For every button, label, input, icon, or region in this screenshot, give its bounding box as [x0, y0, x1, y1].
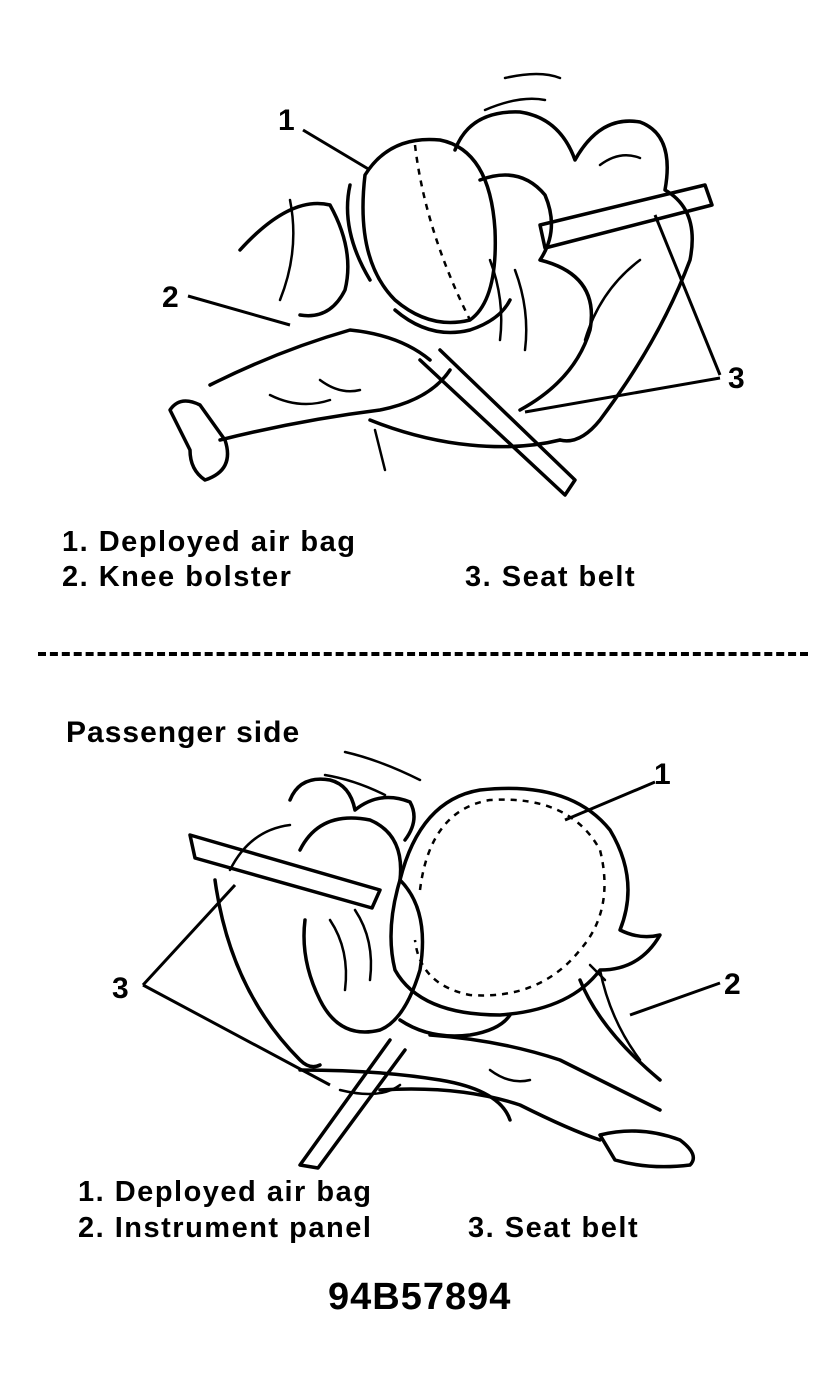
seat-back [453, 110, 694, 443]
seat-back [213, 777, 416, 1069]
seat-belt-lap-strap [298, 1038, 407, 1170]
occupant-torso [478, 173, 594, 412]
seat-cushion-edge [373, 428, 387, 472]
leader-line-1 [302, 128, 371, 172]
occupant-leg [378, 1087, 602, 1142]
leader-line-2 [187, 294, 291, 327]
occupant-arm [393, 298, 512, 335]
seat-cushion [298, 1068, 512, 1122]
legend-item-seat-belt: 3. Seat belt [465, 561, 637, 593]
legend-item-deployed-air-bag: 1. Deployed air bag [62, 526, 357, 558]
figure-code: 94B57894 [328, 1276, 512, 1318]
leader-line-3a [141, 883, 237, 987]
seat-cushion [368, 418, 562, 449]
seat-belt-shoulder-strap [538, 183, 714, 250]
driver-illustration-drawing [168, 72, 722, 497]
torso-fold [353, 908, 373, 982]
callout-3: 3 [112, 972, 129, 1005]
legend-item-knee-bolster: 2. Knee bolster [62, 561, 293, 593]
instrument-panel-vent [588, 963, 607, 982]
callout-1: 1 [654, 758, 671, 791]
passenger-illustration-drawing [141, 750, 721, 1170]
trouser-fold [268, 393, 332, 406]
occupant-foot [168, 399, 230, 482]
passenger-airbag-illustration: 1 2 3 [0, 740, 840, 1180]
occupant-foot [598, 1129, 696, 1169]
legend-item-deployed-air-bag: 1. Deployed air bag [78, 1176, 373, 1208]
driver-airbag-illustration: 1 2 3 [0, 0, 840, 520]
knee-bolster [238, 201, 350, 318]
deployed-air-bag [361, 137, 498, 325]
leader-line-3a [653, 214, 722, 376]
deployed-air-bag [389, 786, 662, 1017]
torso-fold [328, 918, 348, 992]
seat-contour [583, 258, 642, 342]
leader-line-2 [629, 981, 721, 1017]
air-bag-seam [413, 144, 472, 321]
dash-contour [278, 198, 295, 302]
motion-line [483, 97, 547, 112]
torso-fold [513, 268, 528, 352]
steering-wheel [345, 183, 372, 282]
seat-belt-lap-strap [418, 348, 577, 497]
occupant-leg [218, 368, 452, 442]
air-bag-seam [413, 798, 606, 997]
seat-cushion-edge [338, 1083, 402, 1096]
callout-1: 1 [278, 104, 295, 137]
motion-line [343, 750, 422, 782]
legend-item-instrument-panel: 2. Instrument panel [78, 1212, 373, 1244]
instrument-panel-edge [598, 968, 642, 1062]
passenger-side-heading: Passenger side [66, 716, 301, 749]
occupant-torso [298, 816, 425, 1034]
instrument-panel [578, 978, 662, 1082]
seat-contour [598, 153, 642, 167]
leader-line-3b [142, 983, 331, 1087]
trouser-fold [488, 1068, 532, 1083]
leader-line-3b [524, 376, 721, 414]
callout-2: 2 [724, 968, 741, 1001]
occupant-thigh [208, 328, 432, 387]
occupant-arm [398, 1013, 512, 1038]
motion-line [323, 773, 387, 797]
legend-item-seat-belt: 3. Seat belt [468, 1212, 640, 1244]
trouser-fold [318, 378, 362, 393]
leader-line-1 [564, 780, 656, 822]
occupant-thigh [428, 1033, 662, 1112]
seat-contour [228, 823, 292, 872]
callout-2: 2 [162, 281, 179, 314]
motion-line [503, 72, 562, 80]
seat-belt-shoulder-strap [188, 833, 382, 910]
section-divider [38, 652, 808, 656]
callout-3: 3 [728, 362, 745, 395]
